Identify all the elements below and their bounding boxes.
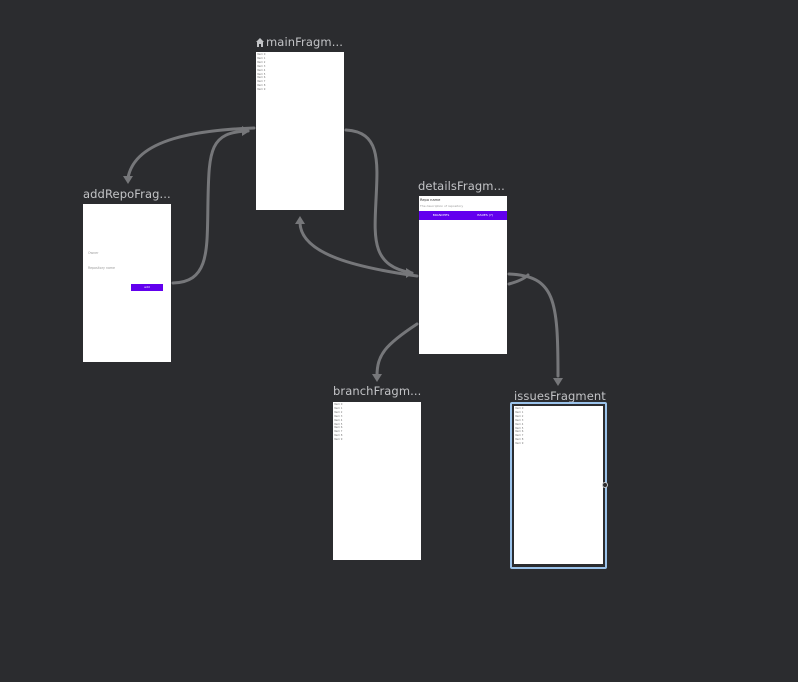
- list-item: Item 8: [515, 438, 524, 442]
- main-fragment-title[interactable]: mainFragm...: [256, 35, 343, 49]
- issues-fragment-preview[interactable]: Item 0 Item 1 Item 2 Item 3 Item 4 Item …: [514, 406, 603, 564]
- repo-name-text: Repo name: [420, 198, 441, 202]
- issues-fragment-list: Item 0 Item 1 Item 2 Item 3 Item 4 Item …: [514, 406, 603, 446]
- home-icon: [256, 38, 264, 47]
- list-item: Item 3: [334, 414, 343, 418]
- action-issues-to-details: [507, 273, 530, 286]
- details-fragment-preview[interactable]: Repo name The description of repository …: [419, 196, 507, 354]
- list-item: Item 1: [515, 410, 524, 414]
- repository-name-field: Repository name: [88, 266, 116, 270]
- action-arrowhead: [242, 126, 250, 136]
- list-item: Item 8: [334, 434, 343, 438]
- list-item: Item 6: [257, 76, 266, 80]
- list-item: Item 4: [334, 418, 343, 422]
- list-item: Item 0: [515, 407, 524, 410]
- details-fragment-title[interactable]: detailsFragm...: [418, 179, 505, 193]
- action-main-to-addrepo: [126, 126, 256, 180]
- list-item: Item 5: [334, 422, 343, 426]
- owner-field: Owner: [88, 251, 99, 255]
- action-arrowhead: [295, 216, 305, 224]
- repo-description-text: The description of repository: [420, 204, 464, 208]
- list-item: Item 2: [334, 410, 343, 414]
- list-item: Item 9: [257, 88, 266, 92]
- action-arrowhead: [553, 378, 563, 386]
- list-item: Item 5: [257, 72, 266, 76]
- action-details-to-branch: [375, 322, 419, 378]
- list-item: Item 3: [515, 418, 524, 422]
- list-item: Item 8: [257, 84, 266, 88]
- branch-fragment-title[interactable]: branchFragm...: [333, 384, 422, 398]
- list-item: Item 6: [515, 430, 524, 434]
- action-arrowhead: [372, 374, 382, 382]
- addrepo-fragment-title[interactable]: addRepoFrag...: [83, 187, 171, 201]
- list-item: Item 5: [515, 426, 524, 430]
- branch-fragment-list: Item 0 Item 1 Item 2 Item 3 Item 4 Item …: [333, 402, 421, 442]
- issues-fragment-title[interactable]: issuesFragment: [514, 389, 606, 403]
- tab-branches: BRANCHES: [432, 213, 450, 217]
- main-fragment-title-text: mainFragm...: [266, 35, 343, 49]
- main-fragment-list: Item 0 Item 1 Item 2 Item 3 Item 4 Item …: [256, 52, 344, 92]
- main-fragment-preview[interactable]: Item 0 Item 1 Item 2 Item 3 Item 4 Item …: [256, 52, 344, 210]
- tab-issues: ISSUES (7): [477, 213, 493, 217]
- action-main-to-details: [344, 128, 414, 275]
- action-details-to-main: [298, 220, 419, 278]
- list-item: Item 4: [257, 68, 266, 72]
- details-tab-bar: BRANCHES ISSUES (7): [419, 211, 507, 220]
- list-item: Item 1: [257, 56, 266, 60]
- branch-fragment-preview[interactable]: Item 0 Item 1 Item 2 Item 3 Item 4 Item …: [333, 402, 421, 560]
- list-item: Item 1: [334, 406, 343, 410]
- list-item: Item 2: [257, 60, 266, 64]
- list-item: Item 4: [515, 422, 524, 426]
- list-item: Item 7: [334, 430, 343, 434]
- action-arrowhead: [123, 176, 133, 184]
- list-item: Item 6: [334, 426, 343, 430]
- list-item: Item 9: [334, 438, 343, 442]
- list-item: Item 3: [257, 64, 266, 68]
- list-item: Item 0: [334, 403, 343, 406]
- action-arrowhead: [406, 268, 414, 278]
- list-item: Item 2: [515, 414, 524, 418]
- add-button: add: [131, 284, 163, 291]
- list-item: Item 9: [515, 442, 524, 446]
- list-item: Item 7: [257, 80, 266, 84]
- list-item: Item 0: [257, 53, 266, 56]
- action-details-to-issues: [507, 272, 560, 378]
- addrepo-fragment-preview[interactable]: Owner Repository name add: [83, 204, 171, 362]
- action-addrepo-to-main: [171, 129, 250, 285]
- action-drag-handle[interactable]: [602, 482, 608, 488]
- list-item: Item 7: [515, 434, 524, 438]
